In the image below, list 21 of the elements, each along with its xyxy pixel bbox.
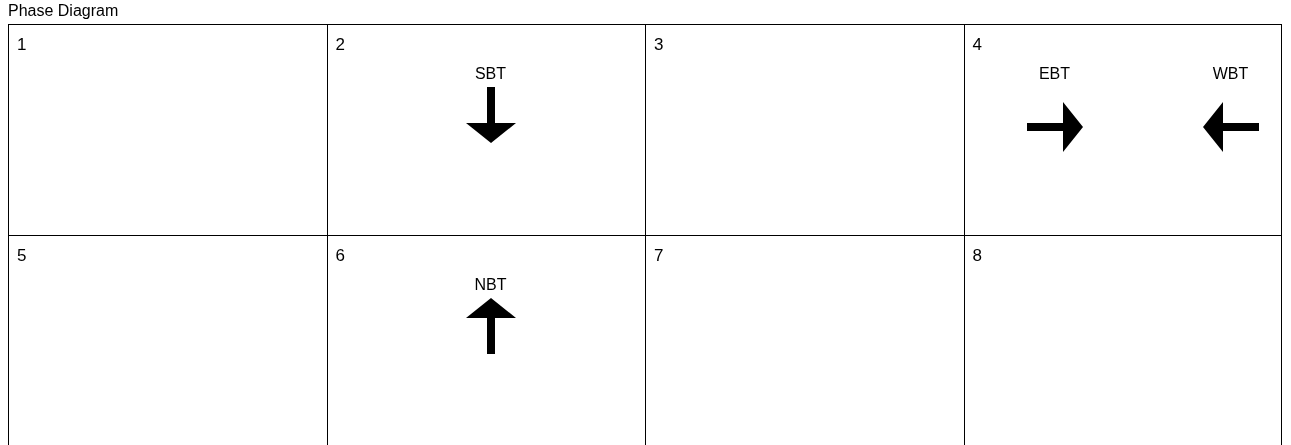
phase-number: 5 <box>17 246 27 266</box>
phase-cell <box>645 235 964 445</box>
phase-cell <box>8 235 327 445</box>
phase-cell <box>326 235 645 445</box>
phase-cell <box>645 24 964 235</box>
phase-number: 3 <box>654 35 664 55</box>
movement-label: EBT <box>1038 65 1071 83</box>
phase-cell <box>8 24 327 235</box>
phase-cell <box>326 24 645 235</box>
phase-number: 7 <box>654 246 664 266</box>
phase-number: 2 <box>335 35 345 55</box>
movement-label: SBT <box>474 65 507 83</box>
diagram-title: Phase Diagram <box>8 2 119 20</box>
phase-number: 8 <box>972 246 982 266</box>
phase-cell <box>963 235 1282 445</box>
movement-label: NBT <box>474 276 507 294</box>
movement-label: WBT <box>1212 65 1249 83</box>
phase-cell <box>963 24 1282 235</box>
phase-number: 1 <box>17 35 27 55</box>
phase-number: 4 <box>972 35 982 55</box>
phase-number: 6 <box>335 246 345 266</box>
